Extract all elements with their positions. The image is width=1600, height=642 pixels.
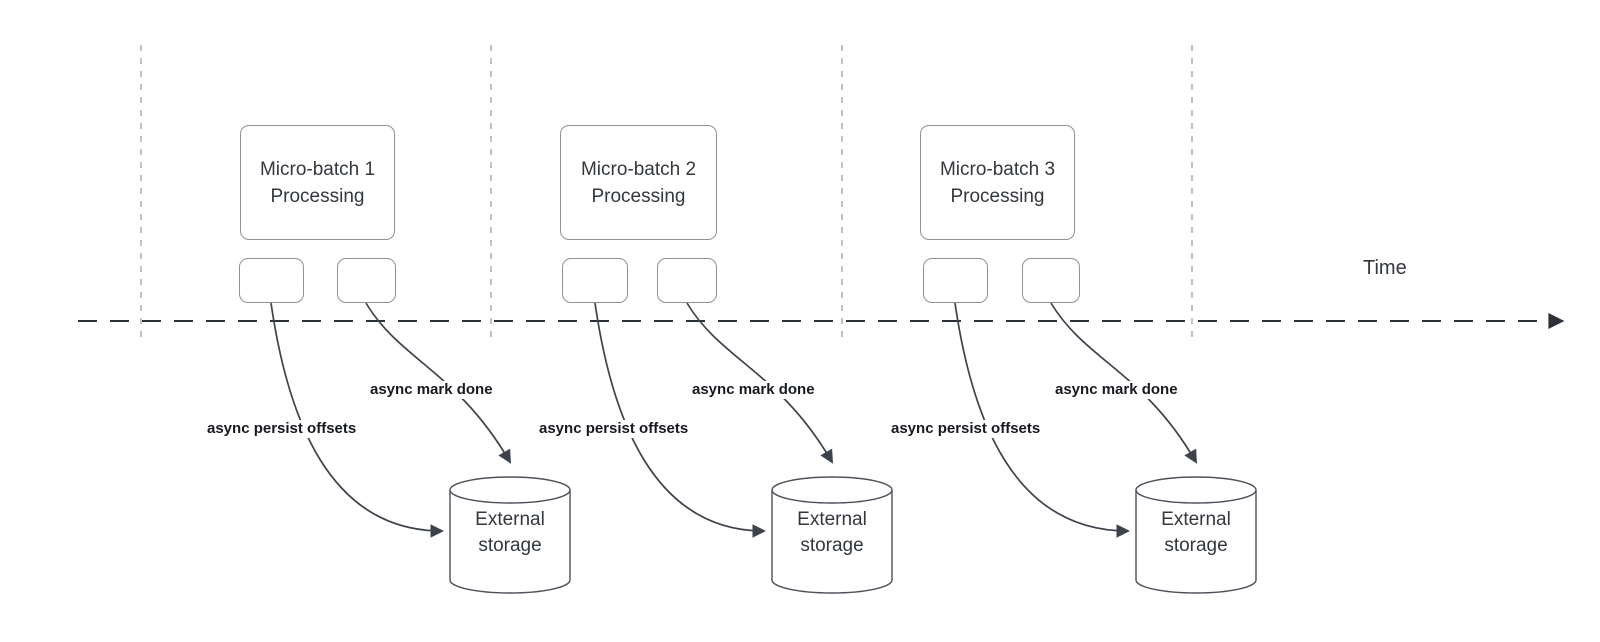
external-storage-label: External storage xyxy=(1161,509,1231,556)
mark-done-label: async mark done xyxy=(690,381,817,399)
persist-offsets-arrow xyxy=(954,302,1131,538)
persist-offsets-label: async persist offsets xyxy=(889,420,1043,438)
external-storage-label: External storage xyxy=(475,509,545,556)
persist-offsets-task-box xyxy=(239,258,304,303)
persist-offsets-label: async persist offsets xyxy=(537,420,691,438)
microbatch-box: Micro-batch 3 Processing xyxy=(920,125,1075,240)
mark-done-task-box xyxy=(1022,258,1080,303)
time-axis-label: Time xyxy=(1363,257,1407,279)
mark-done-arrow xyxy=(1050,302,1198,464)
persist-offsets-label: async persist offsets xyxy=(205,420,359,438)
microbatch-box: Micro-batch 1 Processing xyxy=(240,125,395,240)
persist-offsets-task-box xyxy=(923,258,988,303)
external-storage-cylinder xyxy=(449,476,571,594)
external-storage-cylinder xyxy=(1135,476,1257,594)
microbatch-box: Micro-batch 2 Processing xyxy=(560,125,717,240)
mark-done-task-box xyxy=(657,258,717,303)
mark-done-arrow xyxy=(686,302,834,464)
mark-done-label: async mark done xyxy=(1053,381,1180,399)
mark-done-label: async mark done xyxy=(368,381,495,399)
external-storage-label: External storage xyxy=(797,509,867,556)
persist-offsets-arrow xyxy=(270,302,445,538)
mark-done-arrow xyxy=(365,302,512,464)
persist-offsets-task-box xyxy=(562,258,628,303)
mark-done-task-box xyxy=(337,258,396,303)
external-storage-cylinder xyxy=(771,476,893,594)
persist-offsets-arrow xyxy=(594,302,767,538)
